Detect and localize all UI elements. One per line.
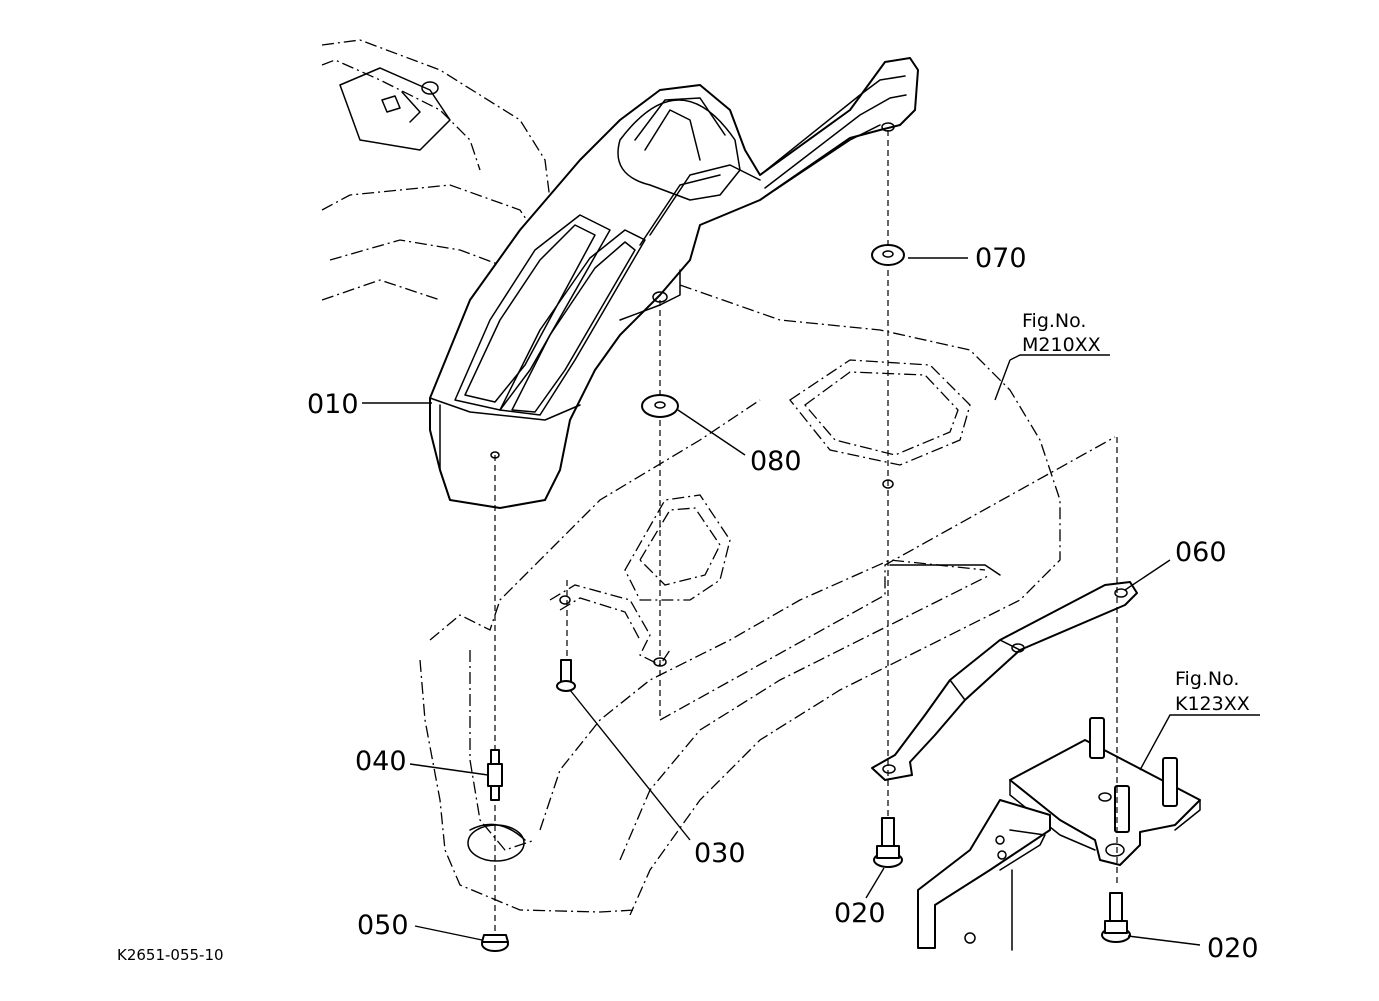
fig-ref-2-number: K123XX [1175,693,1250,715]
callout-030: 030 [694,838,746,869]
callout-080: 080 [750,446,802,477]
bracket-stay [871,581,1138,781]
callout-020-left: 020 [834,898,886,929]
callout-040: 040 [355,746,407,777]
leader-lines [362,257,1260,946]
callout-060: 060 [1175,537,1227,568]
console-cover [429,57,919,509]
callout-010: 010 [307,389,359,420]
washer-070 [871,244,905,266]
chassis-outline [321,39,1116,916]
mounting-plate [917,717,1201,951]
bolt-020-right [1101,892,1131,943]
stud-040 [487,749,503,801]
callout-020-right: 020 [1207,933,1259,964]
bolt-020-left [873,817,903,868]
washer-080 [641,394,679,418]
fig-ref-1-number: M210XX [1022,334,1101,356]
fig-ref-2-label: Fig.No. [1175,668,1239,690]
callout-070: 070 [975,243,1027,274]
centerlines [490,130,1118,935]
nut-050 [481,934,509,952]
drawing-code: K2651-055-10 [117,946,224,964]
callout-050: 050 [357,910,409,941]
bolt-030 [556,659,576,692]
fig-ref-1-label: Fig.No. [1022,310,1086,332]
